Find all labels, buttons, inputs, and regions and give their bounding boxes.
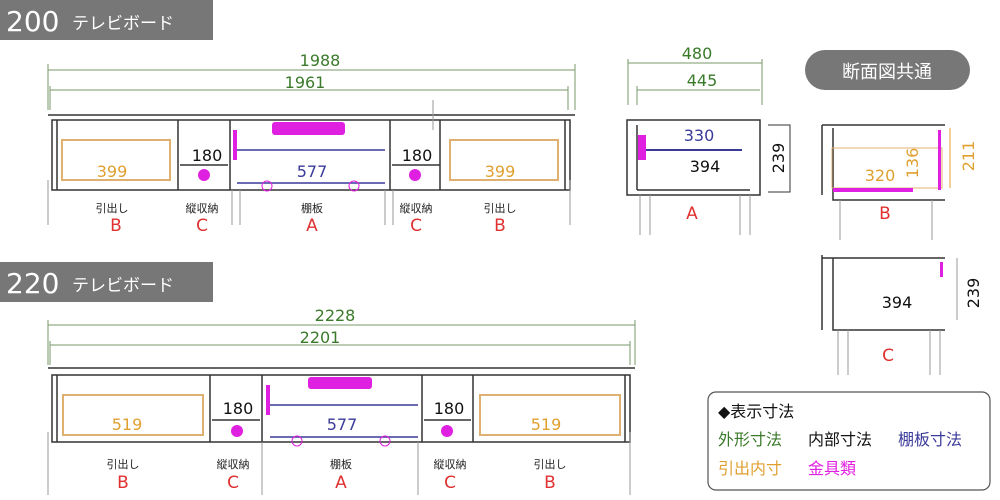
storage-width-right: 180 (402, 146, 433, 165)
shelf-depth: 330 (684, 126, 715, 145)
legend-title: ◆表示寸法 (718, 402, 794, 421)
part-name: 引出し (534, 457, 567, 471)
part-name: 引出し (107, 457, 140, 471)
shelf-width: 577 (327, 415, 358, 434)
part-code: C (227, 473, 239, 493)
part-code: B (110, 216, 122, 236)
drawer-width-left: 399 (97, 162, 128, 181)
legend-drawer: 引出内寸 (718, 459, 782, 478)
part-name: 縦収納 (400, 202, 433, 215)
header-220: 220 テレビボード (0, 262, 213, 302)
part-name: 引出し (484, 201, 517, 215)
board-200-front: 1988 1961 399 399 180 180 577 引出し 縦収納 棚板… (47, 51, 576, 236)
section-b: 320 136 211 B (821, 124, 978, 240)
part-code: C (444, 473, 456, 493)
drawer-depth: 320 (865, 166, 896, 185)
shelf-width: 577 (297, 162, 328, 181)
storage-width-left: 180 (223, 399, 254, 418)
outer-width: 1988 (300, 51, 341, 70)
section-code: B (879, 204, 891, 224)
part-name: 縦収納 (434, 458, 467, 471)
part-code: A (335, 473, 347, 493)
section-code: C (882, 346, 894, 366)
part-code: C (196, 216, 208, 236)
inner-width: 1961 (285, 73, 326, 92)
storage-width-left: 180 (192, 146, 223, 165)
part-code: B (117, 473, 129, 493)
section-a: 480 445 330 394 239 A (626, 44, 791, 235)
drawer-height: 136 (903, 148, 922, 179)
part-name: 棚板 (330, 457, 352, 471)
drawer-width-left: 519 (112, 415, 143, 434)
section-a-height: 239 (769, 143, 788, 174)
front-height: 211 (959, 141, 978, 172)
common-section-badge: 断面図共通 (805, 50, 970, 90)
outer-depth: 480 (682, 44, 713, 63)
part-name: 縦収納 (217, 458, 250, 471)
section-c: 394 239 C (821, 255, 983, 375)
part-code: C (410, 216, 422, 236)
legend-outer: 外形寸法 (718, 430, 782, 449)
legend-hardware: 金具類 (808, 459, 856, 478)
title-number: 220 (6, 267, 59, 300)
section-c-height: 239 (964, 278, 983, 309)
title-number: 200 (6, 5, 59, 38)
section-code: A (686, 204, 698, 224)
part-name: 引出し (96, 201, 129, 215)
drawer-width-right: 519 (531, 415, 562, 434)
part-code: A (306, 216, 318, 236)
legend: ◆表示寸法 外形寸法 内部寸法 棚板寸法 引出内寸 金具類 (707, 391, 991, 491)
section-a-inner-depth: 394 (690, 157, 721, 176)
part-name: 棚板 (301, 201, 323, 215)
legend-shelf: 棚板寸法 (898, 430, 962, 449)
title-suffix: テレビボード (72, 276, 174, 296)
drawer-width-right: 399 (485, 162, 516, 181)
header-200: 200 テレビボード (0, 0, 213, 40)
storage-width-right: 180 (434, 399, 465, 418)
inner-width: 2201 (300, 328, 341, 347)
part-code: B (494, 216, 506, 236)
legend-inner: 内部寸法 (808, 430, 872, 449)
section-c-inner-depth: 394 (882, 293, 913, 312)
inner-depth: 445 (687, 71, 718, 90)
part-code: B (544, 473, 556, 493)
outer-width: 2228 (315, 306, 356, 325)
board-220-front: 2228 2201 519 519 180 180 577 引出し 縦収納 棚板… (47, 306, 636, 495)
title-suffix: テレビボード (72, 14, 174, 34)
badge-label: 断面図共通 (842, 62, 932, 83)
part-name: 縦収納 (186, 202, 219, 215)
